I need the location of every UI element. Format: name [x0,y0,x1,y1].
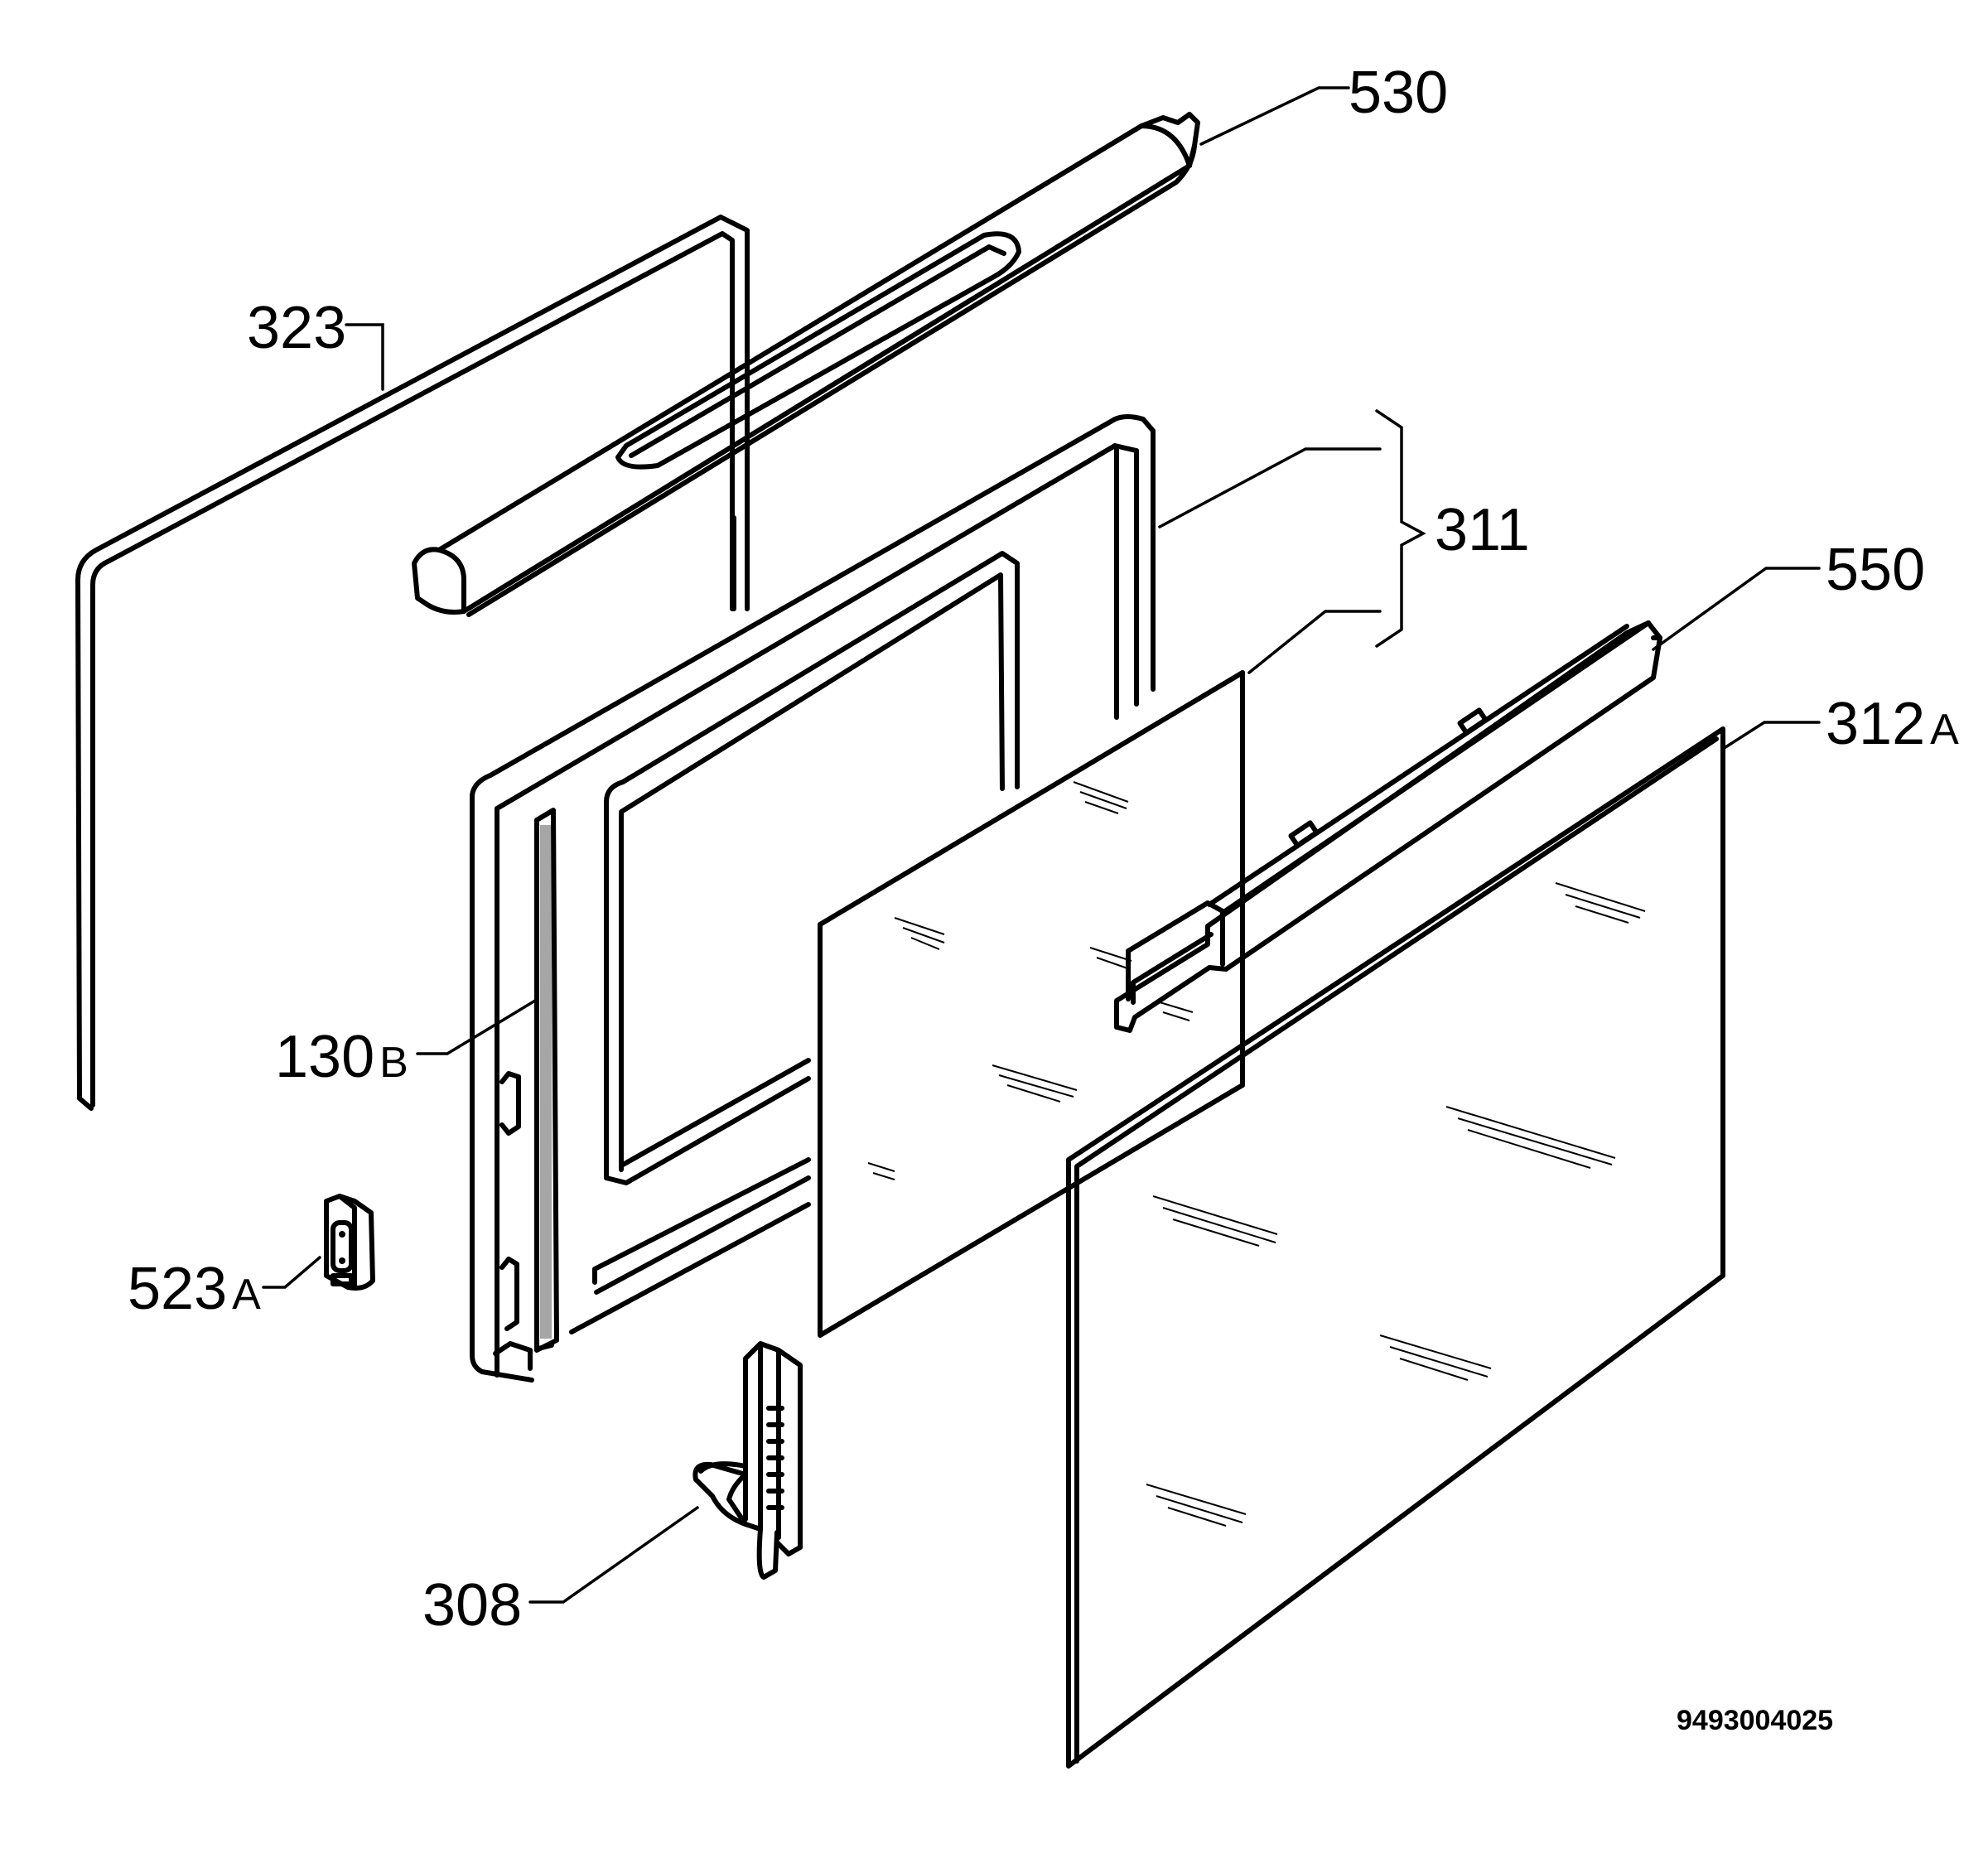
part-323-door-seal [75,215,750,1111]
leader-308 [528,1506,699,1604]
part-130B-side-strip [493,808,559,1371]
brace-311 [1375,409,1426,648]
leader-311-bottom [1247,610,1382,674]
label-308: 308 [422,1572,522,1638]
glass-reflection-marks [867,781,1194,1180]
part-550-retaining-strip [1114,620,1662,1033]
label-530: 530 [1349,60,1448,126]
leader-lines [262,86,1821,1604]
leader-312A [1721,721,1821,750]
label-130B-number: 130 [275,1024,374,1090]
label-130B-suffix: B [379,1039,408,1087]
leader-323 [345,323,384,391]
part-523A-bracket [324,1194,375,1291]
glass-reflection-marks-outer [1146,882,1646,1527]
part-312A-outer-glass [1066,726,1725,1769]
leader-523A [262,1256,321,1289]
document-id: 9493004025 [1677,1705,1833,1736]
label-550: 550 [1826,537,1925,603]
part-308-hinge [692,1341,803,1580]
leader-530 [1199,86,1350,146]
label-312A-suffix: A [1930,706,1959,754]
glass-pane-middle [818,670,1245,1338]
leader-311-top [1158,447,1382,528]
label-311: 311 [1435,497,1530,563]
label-523A-number: 523 [128,1256,227,1322]
label-523A-suffix: A [232,1271,261,1319]
label-312A-number: 312 [1826,691,1925,757]
part-311-inner-frame [470,414,1156,1383]
leader-550 [1652,567,1821,651]
part-530-top-trim [412,112,1200,617]
leader-130B [416,999,537,1055]
label-323: 323 [247,295,346,361]
